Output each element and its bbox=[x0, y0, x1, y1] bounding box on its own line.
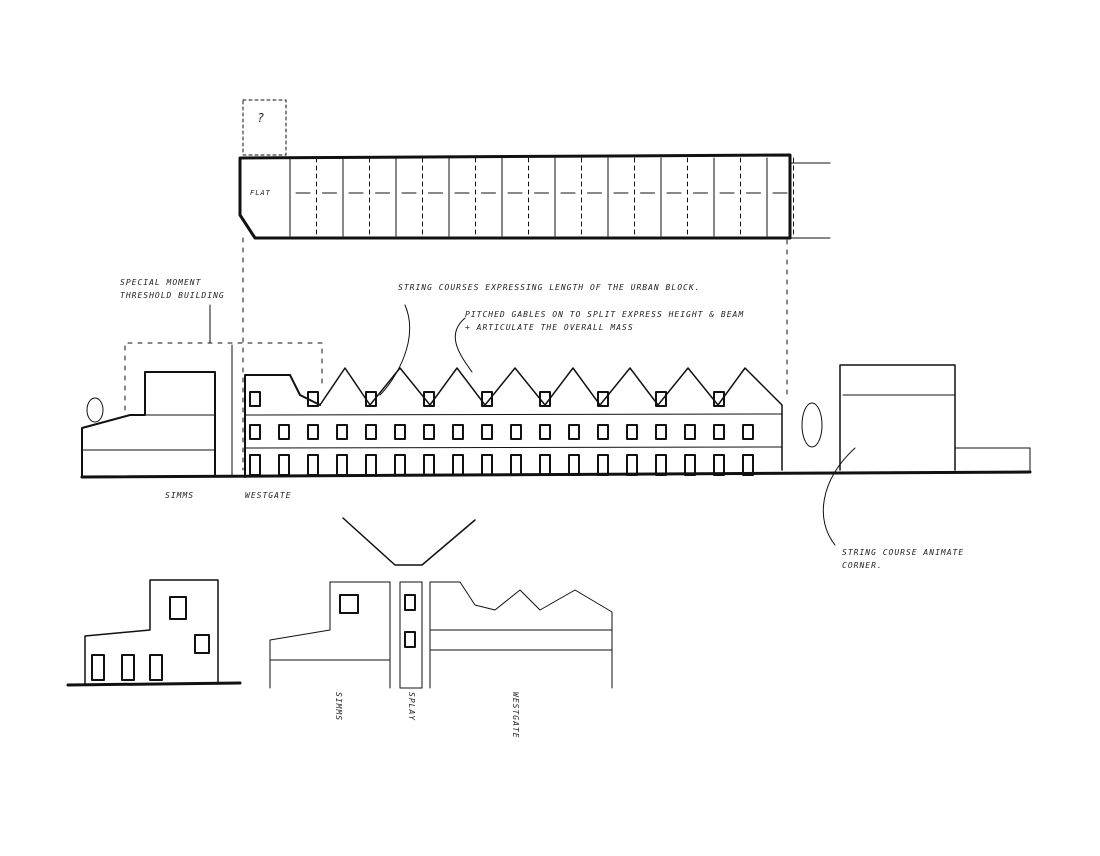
window bbox=[510, 424, 522, 440]
annotation-string-courses: STRING COURSES EXPRESSING LENGTH OF THE … bbox=[398, 283, 701, 292]
window bbox=[713, 391, 725, 407]
projection-lines bbox=[124, 237, 788, 471]
window bbox=[655, 424, 667, 440]
window bbox=[394, 424, 406, 440]
annotation-line: THRESHOLD BUILDING bbox=[120, 291, 225, 300]
window bbox=[452, 424, 464, 440]
plan-label: FLAT bbox=[250, 189, 271, 197]
leader-line bbox=[822, 447, 856, 546]
window bbox=[423, 391, 435, 407]
window bbox=[307, 454, 319, 476]
window bbox=[684, 454, 696, 476]
window bbox=[278, 454, 290, 476]
annotation-line: CORNER. bbox=[842, 561, 883, 570]
annotation-line: SPECIAL MOMENT bbox=[120, 278, 202, 287]
window bbox=[423, 424, 435, 440]
window bbox=[626, 424, 638, 440]
window bbox=[481, 391, 493, 407]
label-westgate: WESTGATE bbox=[245, 491, 292, 500]
window bbox=[742, 424, 754, 440]
window bbox=[655, 454, 667, 476]
window bbox=[365, 391, 377, 407]
plan-marker: ? bbox=[257, 111, 266, 125]
window bbox=[452, 454, 464, 476]
detail-label-splay: SPLAY bbox=[407, 692, 416, 722]
window bbox=[307, 391, 319, 407]
window bbox=[423, 454, 435, 476]
window bbox=[394, 454, 406, 476]
window bbox=[365, 424, 377, 440]
window bbox=[249, 424, 261, 440]
street-elevation bbox=[80, 344, 1032, 479]
window bbox=[597, 424, 609, 440]
window bbox=[539, 454, 551, 476]
window bbox=[481, 424, 493, 440]
detail-sketches bbox=[66, 517, 613, 689]
annotation-line: + ARTICULATE THE OVERALL MASS bbox=[465, 323, 634, 332]
leader-line bbox=[454, 317, 473, 373]
annotation-line: STRING COURSE ANIMATE bbox=[842, 548, 965, 557]
annotation-corner: STRING COURSE ANIMATE CORNER. bbox=[842, 546, 964, 572]
window bbox=[278, 424, 290, 440]
window bbox=[713, 454, 725, 476]
annotation-gables: PITCHED GABLES ON TO SPLIT EXPRESS HEIGH… bbox=[465, 308, 744, 334]
annotation-line: PITCHED GABLES ON TO SPLIT EXPRESS HEIGH… bbox=[465, 310, 745, 319]
window bbox=[539, 424, 551, 440]
window bbox=[365, 454, 377, 476]
window bbox=[539, 391, 551, 407]
window bbox=[510, 454, 522, 476]
window bbox=[597, 454, 609, 476]
window bbox=[684, 424, 696, 440]
window bbox=[742, 454, 754, 476]
window bbox=[481, 454, 493, 476]
window bbox=[336, 454, 348, 476]
window bbox=[336, 424, 348, 440]
window bbox=[597, 391, 609, 407]
detail-label-simms: SIMMS bbox=[334, 692, 343, 722]
window bbox=[713, 424, 725, 440]
window bbox=[655, 391, 667, 407]
detail-label-westgate: WESTGATE bbox=[511, 692, 520, 739]
window bbox=[568, 454, 580, 476]
leader-line bbox=[379, 304, 411, 396]
window bbox=[249, 454, 261, 476]
window bbox=[249, 391, 261, 407]
window bbox=[568, 424, 580, 440]
window bbox=[626, 454, 638, 476]
roof-plan bbox=[238, 99, 831, 240]
annotation-threshold: SPECIAL MOMENT THRESHOLD BUILDING bbox=[120, 276, 225, 302]
window bbox=[307, 424, 319, 440]
label-simms: SIMMS bbox=[165, 491, 195, 500]
